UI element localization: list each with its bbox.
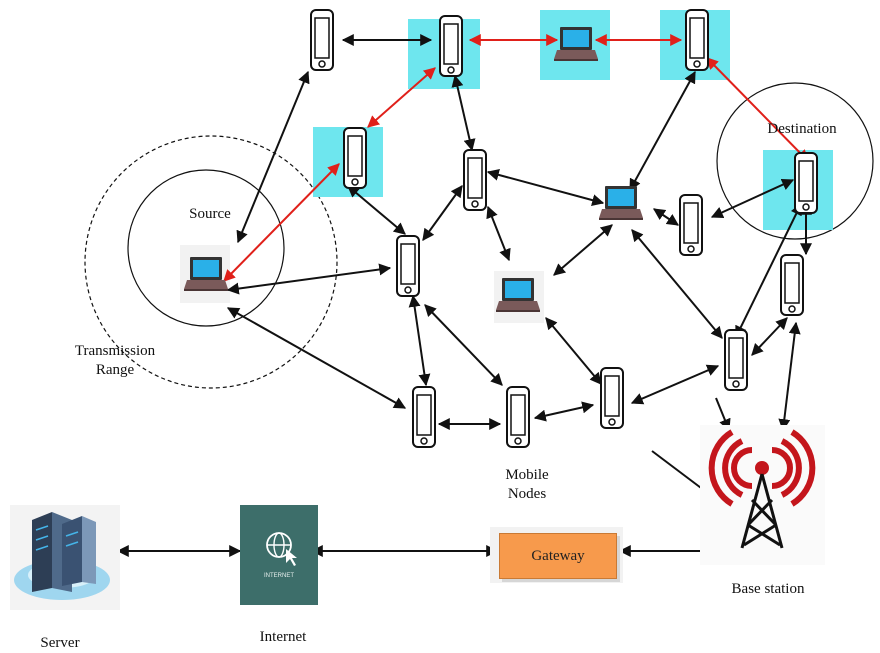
laptop-node: [554, 27, 598, 61]
internet-label: Internet: [259, 629, 307, 645]
laptop-node: [496, 278, 540, 312]
destination-label: Destination: [767, 121, 837, 137]
gateway-box: Gateway: [499, 533, 617, 579]
laptop-node-source: [184, 257, 228, 291]
phone-node: [412, 386, 436, 448]
phone-node: [463, 149, 487, 211]
internet-icon-text: INTERNET: [264, 573, 294, 579]
phone-node: [343, 127, 367, 189]
route-links: [223, 34, 809, 282]
base-station-label: Base station: [731, 581, 805, 597]
phone-node: [396, 235, 420, 297]
internet-icon: INTERNET: [240, 505, 318, 605]
mobile-nodes-label: Mobile Nodes: [505, 467, 549, 502]
laptop-node: [599, 186, 643, 220]
phone-node: [600, 367, 624, 429]
server-label: Server: [40, 635, 80, 651]
phone-node-destination: [794, 152, 818, 214]
phone-node: [780, 254, 804, 316]
phone-node: [310, 9, 334, 71]
source-label: Source: [189, 206, 231, 222]
phone-node: [506, 386, 530, 448]
phone-node: [679, 194, 703, 256]
transmission-range-label: Transmission Range: [74, 343, 156, 378]
server-icon: [10, 505, 120, 610]
phone-node: [724, 329, 748, 391]
phone-node: [439, 15, 463, 77]
phone-node: [685, 9, 709, 71]
base-station-icon: [700, 425, 825, 565]
gateway-label: Gateway: [531, 547, 585, 564]
